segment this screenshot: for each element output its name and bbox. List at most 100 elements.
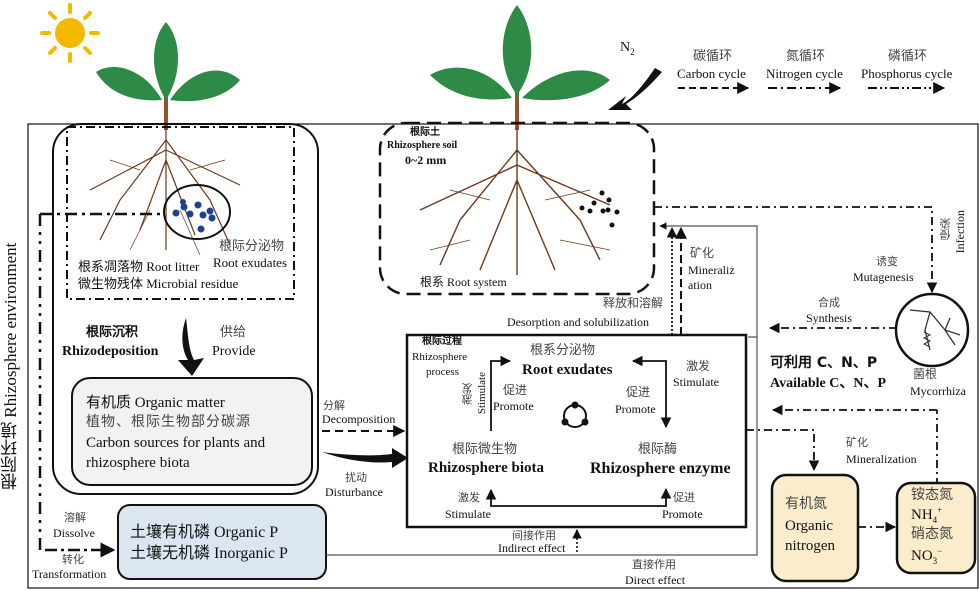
soil-depth-label: 0~2 mm [405,153,447,167]
transformation-en-label: Transformation [32,567,107,581]
mycorrhiza-zh-label: 菌根 [913,367,938,381]
synthesis-en-label: Synthesis [806,311,853,325]
root-system-left-icon [89,128,241,256]
organic-p-label: 土壤有机磷 Organic P [130,524,279,541]
infection-en-label: Infection [953,210,967,254]
mineraliz-zh-label: 矿化 [690,246,715,260]
microbe-dots [172,199,216,233]
organic-n-en-label-1: Organic [785,518,834,534]
rhizosphere-environment-label: 根际环境 Rhizosphere environment [1,242,20,490]
available-cnp-en-label: Available C、N、P [770,376,887,391]
root-system-label: 根系 Root system [420,275,507,289]
no3-sub: 3 [932,556,938,566]
inorganic-nitrogen-box [895,481,977,575]
root-exudates-en-label: Root exudates [213,255,288,270]
promote-bottom-zh: 促进 [673,491,695,504]
rhizosphere-soil-en-label: Rhizosphere soil [387,140,458,151]
exudates-to-enzyme-arrow [631,355,672,429]
indirect-effect-zh: 间接作用 [512,529,556,542]
desorption-zh-label: 释放和溶解 [603,296,664,310]
stimulate-bottom-zh: 激发 [458,491,480,504]
decomposition-zh-label: 分解 [323,399,345,412]
process-title-en-2: process [426,366,459,378]
rhizodeposition-box [52,123,319,495]
infection-zh-label: 侵染 [939,218,952,240]
microbial-residue-label: 微生物残体 Microbial residue [78,276,239,291]
available-cnp-zh-label: 可利用 C、N、P [770,355,878,371]
exudate-circle [163,184,231,240]
stimulate-bottom-en: Stimulate [445,507,491,521]
root-exudates-center-zh: 根系分泌物 [530,343,596,358]
process-title-en-1: Rhizosphere [412,351,467,363]
nh4-sup: + [937,505,943,515]
biota-en-label: Rhizosphere biota [428,460,544,476]
root-system-center-icon [419,128,611,275]
mineraliz-en-label-2: ation [688,278,712,292]
provide-zh-label: 供给 [220,325,247,340]
organic-matter-line-4: rhizosphere biota [86,455,190,471]
root-exudates-zh-label: 根际分泌物 [219,239,285,254]
legend-carbon-zh: 碳循环 [693,49,733,64]
transformation-zh-label: 转化 [62,553,84,566]
organic-matter-box [71,377,313,486]
n2-subscript: 2 [630,46,635,57]
biota-to-exudates-arrow [490,355,512,431]
enzyme-en-label: Rhizosphere enzyme [590,460,731,477]
no3-text: NO [911,548,933,564]
indirect-effect-en: Indirect effect [498,541,566,555]
decomposition-en-label: Decomposition [322,412,396,426]
promote-left-en: Promote [493,399,534,413]
soil-dots [579,190,620,228]
sun-icon [40,3,100,63]
dissolve-en-label: Dissolve [53,526,95,540]
process-arrows [485,355,672,507]
nitrate-zh-label: 硝态氮 [911,526,953,542]
enzyme-zh-label: 根际酶 [638,442,678,457]
infection-line [654,206,938,294]
disturbance-zh-label: 扰动 [345,471,367,484]
organic-nitrogen-box [770,473,860,583]
legend-nitrogen-zh: 氮循环 [786,49,826,64]
dissolve-zh-label: 溶解 [64,511,86,524]
synthesis-zh-label: 合成 [818,296,840,309]
mutagenesis-zh-label: 诱变 [876,255,898,268]
process-to-organic-n-arrow [746,429,820,472]
rhizosphere-soil-zh-label: 根际土 [410,127,440,138]
promote-left-zh: 促进 [503,383,528,397]
no3-sup: − [937,546,943,556]
promote-right-en: Promote [615,402,656,416]
plant-left-icon [96,22,240,130]
direct-effect-zh: 直接作用 [632,558,676,571]
cycle-icon [561,401,589,428]
mycorrhiza-icon [909,309,961,351]
biota-zh-label: 根际微生物 [452,442,518,457]
ammonium-zh-label: 铵态氮 [911,487,953,503]
organic-n-en-label-2: nitrogen [785,538,835,554]
organic-n-zh-label: 有机氮 [785,496,827,512]
rhizodeposition-arrow-icon [178,318,204,376]
disturbance-en-label: Disturbance [325,485,383,499]
mineraliz-en-label-1: Mineraliz [688,263,735,277]
promote-bottom-en: Promote [662,507,703,521]
desorption-en-label: Desorption and solubilization [507,315,649,329]
stimulate-left-en: Stimulate [476,372,488,415]
mycorrhiza-en-label: Mycorrhiza [910,384,966,398]
rhizodeposition-zh-label: 根际沉积 [86,325,139,340]
ammonium-formula: NH4+ [911,505,943,526]
legend-phosphorus-zh: 磷循环 [888,49,928,64]
legend-carbon-en: Carbon cycle [677,66,746,81]
direct-effect-line [326,336,758,556]
organic-matter-line-1: 有机质 Organic matter [86,395,225,411]
plant-center-icon [430,5,610,130]
root-litter-label: 根系凋落物 Root litter [78,259,200,274]
organic-matter-line-2: 植物、根际生物部分碳源 [86,414,251,430]
legend-phosphorus-en: Phosphorus cycle [861,66,953,81]
process-title-zh: 根际过程 [422,336,462,347]
direct-effect-to-soil-line [659,222,758,337]
n2-label: N2 [620,40,635,58]
rhizosphere-soil-box [378,121,656,296]
direct-effect-en: Direct effect [625,573,686,587]
n2-arrow-icon [608,68,662,110]
promote-right-zh: 促进 [626,385,651,399]
soil-phosphorus-box [117,504,327,580]
